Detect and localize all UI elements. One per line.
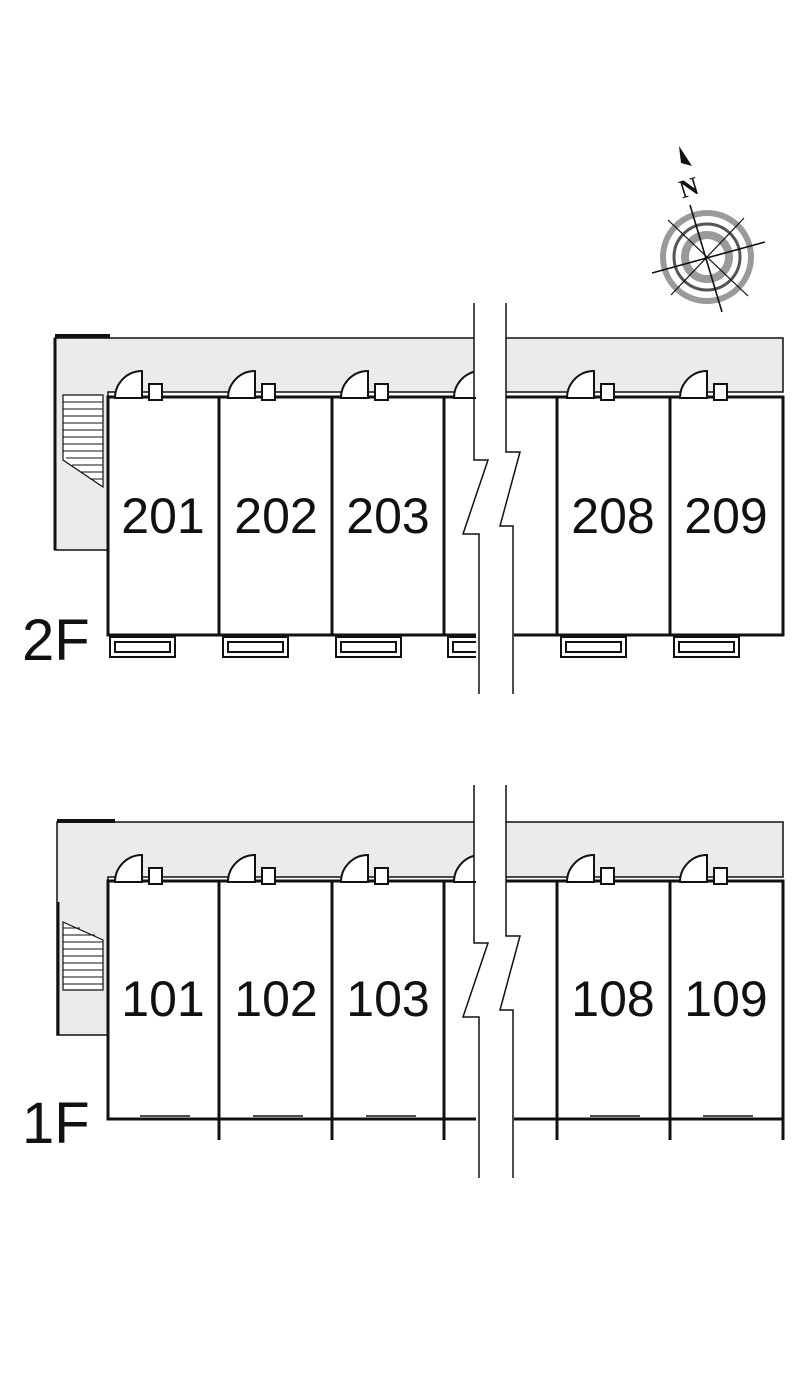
compass-north-letter: N	[676, 171, 703, 204]
unit-label: 102	[234, 971, 317, 1027]
door-icon	[226, 369, 276, 401]
door-icon	[339, 853, 389, 885]
floor-label-2f: 2F	[22, 608, 90, 673]
floor-label-1f: 1F	[22, 1091, 90, 1156]
door-icon	[565, 853, 615, 885]
floor-1-plan: 101 102 103 108 109 1F	[22, 785, 785, 1178]
staircase-icon	[62, 394, 104, 489]
unit-label: 201	[121, 488, 204, 544]
floor-2-plan: 201 202 203 208 209 2F	[22, 303, 785, 694]
unit-label: 203	[346, 488, 429, 544]
door-icon	[678, 369, 728, 401]
compass-rose-icon: N	[651, 146, 766, 313]
door-icon	[226, 853, 276, 885]
staircase-icon	[62, 921, 104, 991]
door-icon	[339, 369, 389, 401]
unit-label: 108	[571, 971, 654, 1027]
door-icon	[565, 369, 615, 401]
unit-label: 101	[121, 971, 204, 1027]
unit-label: 103	[346, 971, 429, 1027]
unit-label: 208	[571, 488, 654, 544]
door-icon	[678, 853, 728, 885]
unit-label: 202	[234, 488, 317, 544]
door-icon	[113, 369, 163, 401]
unit-label: 109	[684, 971, 767, 1027]
unit-label: 209	[684, 488, 767, 544]
door-icon	[113, 853, 163, 885]
